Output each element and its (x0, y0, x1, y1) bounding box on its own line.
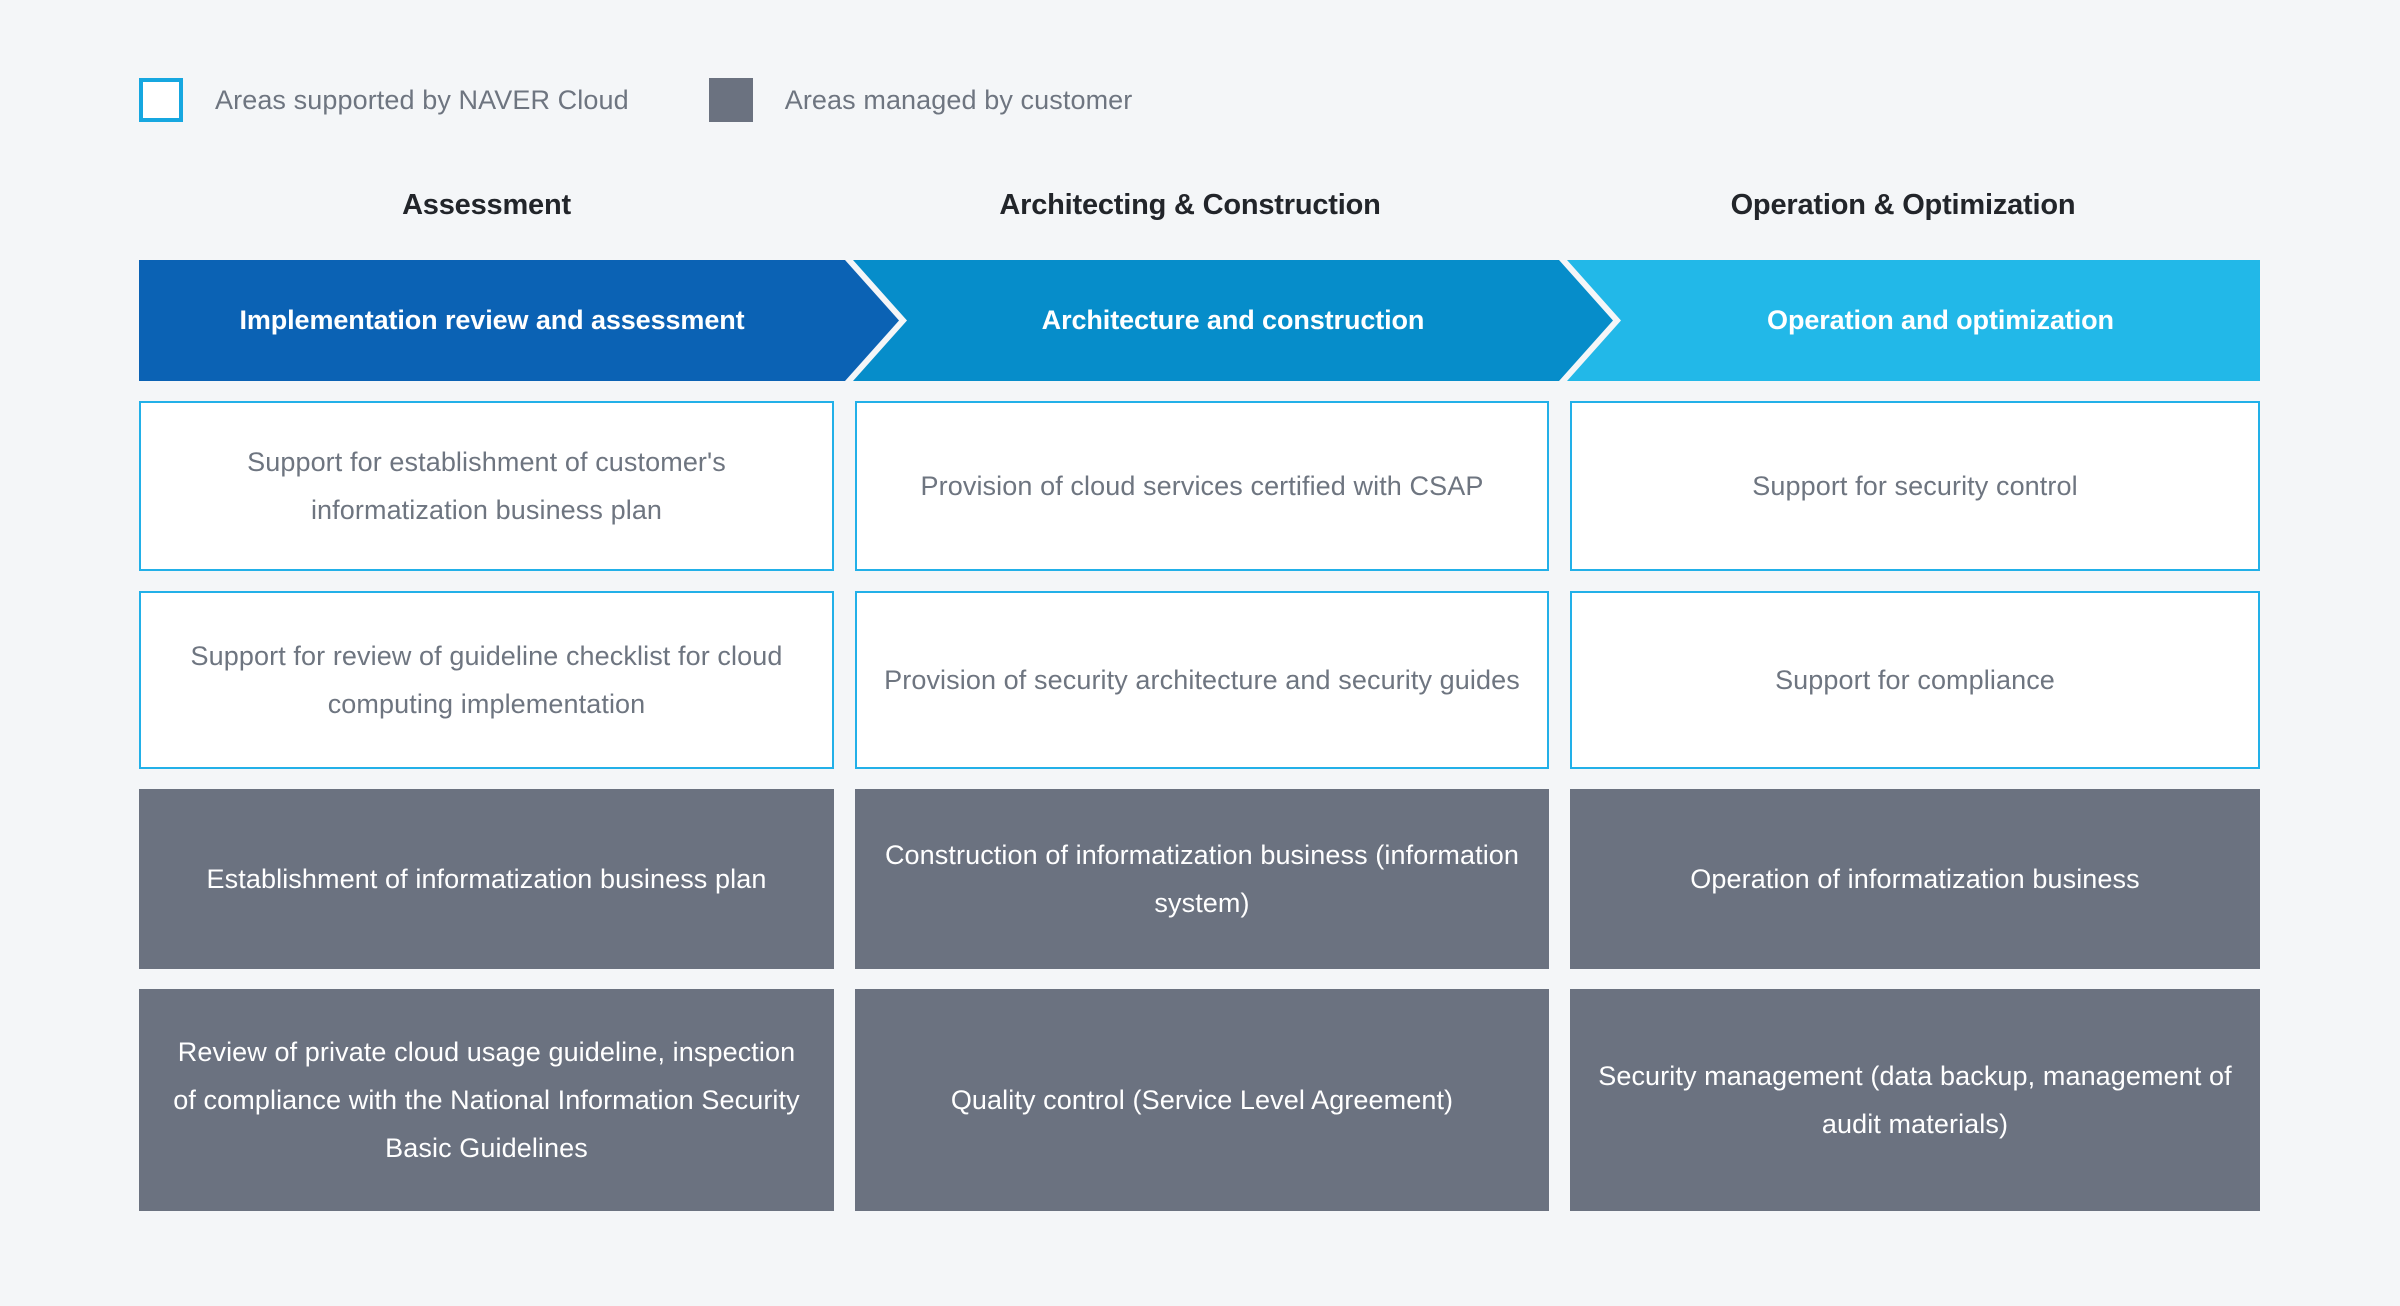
grid-cell-text: Quality control (Service Level Agreement… (950, 1085, 1454, 1115)
outline-cyan-square-icon (139, 78, 183, 122)
grid-cell-text: Security management (data backup, manage… (1598, 1061, 2232, 1139)
column-header-assessment: Assessment (402, 189, 571, 221)
phase-chevron-label-assessment: Implementation review and assessment (239, 305, 745, 335)
grid-cell-text: Support for compliance (1775, 665, 2055, 695)
grid-cell-text: Review of private cloud usage guideline,… (173, 1037, 800, 1163)
grid-cell-text: Support for review of guideline checklis… (190, 641, 783, 719)
grid-cell: Provision of cloud services certified wi… (855, 401, 1549, 571)
grid-cell-text: Support for establishment of customer's … (247, 447, 726, 525)
phase-banner: Implementation review and assessment Arc… (139, 260, 2260, 381)
legend-item-supported: Areas supported by NAVER Cloud (139, 78, 629, 122)
phase-chevron-label-operation: Operation and optimization (1767, 305, 2114, 335)
grid-cell: Establishment of informatization busines… (139, 789, 834, 969)
phase-chevron-architecture: Architecture and construction (853, 260, 1613, 381)
phase-chevron-assessment: Implementation review and assessment (139, 260, 899, 381)
responsibility-grid: Support for establishment of customer's … (139, 401, 2260, 1211)
grid-cell: Quality control (Service Level Agreement… (855, 989, 1549, 1211)
solid-gray-square-icon (708, 78, 753, 122)
grid-cell-text: Support for security control (1752, 471, 2078, 501)
legend: Areas supported by NAVER Cloud Areas man… (139, 78, 1132, 122)
grid-cell-text: Provision of cloud services certified wi… (920, 471, 1484, 501)
column-header-architecting-construction: Architecting & Construction (999, 189, 1381, 221)
legend-item-managed: Areas managed by customer (708, 78, 1133, 122)
grid-cell: Support for review of guideline checklis… (139, 591, 834, 769)
grid-row: Establishment of informatization busines… (139, 789, 2260, 969)
phase-chevron-operation: Operation and optimization (1567, 260, 2260, 381)
grid-cell: Review of private cloud usage guideline,… (139, 989, 834, 1211)
grid-cell: Support for establishment of customer's … (139, 401, 834, 571)
phase-chevron-label-architecture: Architecture and construction (1041, 305, 1425, 335)
grid-cell-text: Operation of informatization business (1690, 864, 2140, 894)
grid-cell: Operation of informatization business (1570, 789, 2260, 969)
legend-label-supported: Areas supported by NAVER Cloud (215, 84, 629, 115)
grid-cell: Support for compliance (1570, 591, 2260, 769)
column-headers: Assessment Architecting & Construction O… (139, 189, 2260, 222)
grid-cell: Provision of security architecture and s… (855, 591, 1549, 769)
grid-row: Review of private cloud usage guideline,… (139, 989, 2260, 1211)
grid-cell-text: Construction of informatization business… (884, 840, 1520, 918)
grid-cell: Security management (data backup, manage… (1570, 989, 2260, 1211)
column-header-operation-optimization: Operation & Optimization (1730, 189, 2076, 221)
grid-cell: Support for security control (1570, 401, 2260, 571)
grid-row: Support for review of guideline checklis… (139, 591, 2260, 769)
grid-cell: Construction of informatization business… (855, 789, 1549, 969)
grid-cell-text: Provision of security architecture and s… (884, 665, 1520, 695)
grid-cell-text: Establishment of informatization busines… (206, 864, 767, 894)
legend-label-managed: Areas managed by customer (784, 84, 1133, 115)
grid-row: Support for establishment of customer's … (139, 401, 2260, 571)
